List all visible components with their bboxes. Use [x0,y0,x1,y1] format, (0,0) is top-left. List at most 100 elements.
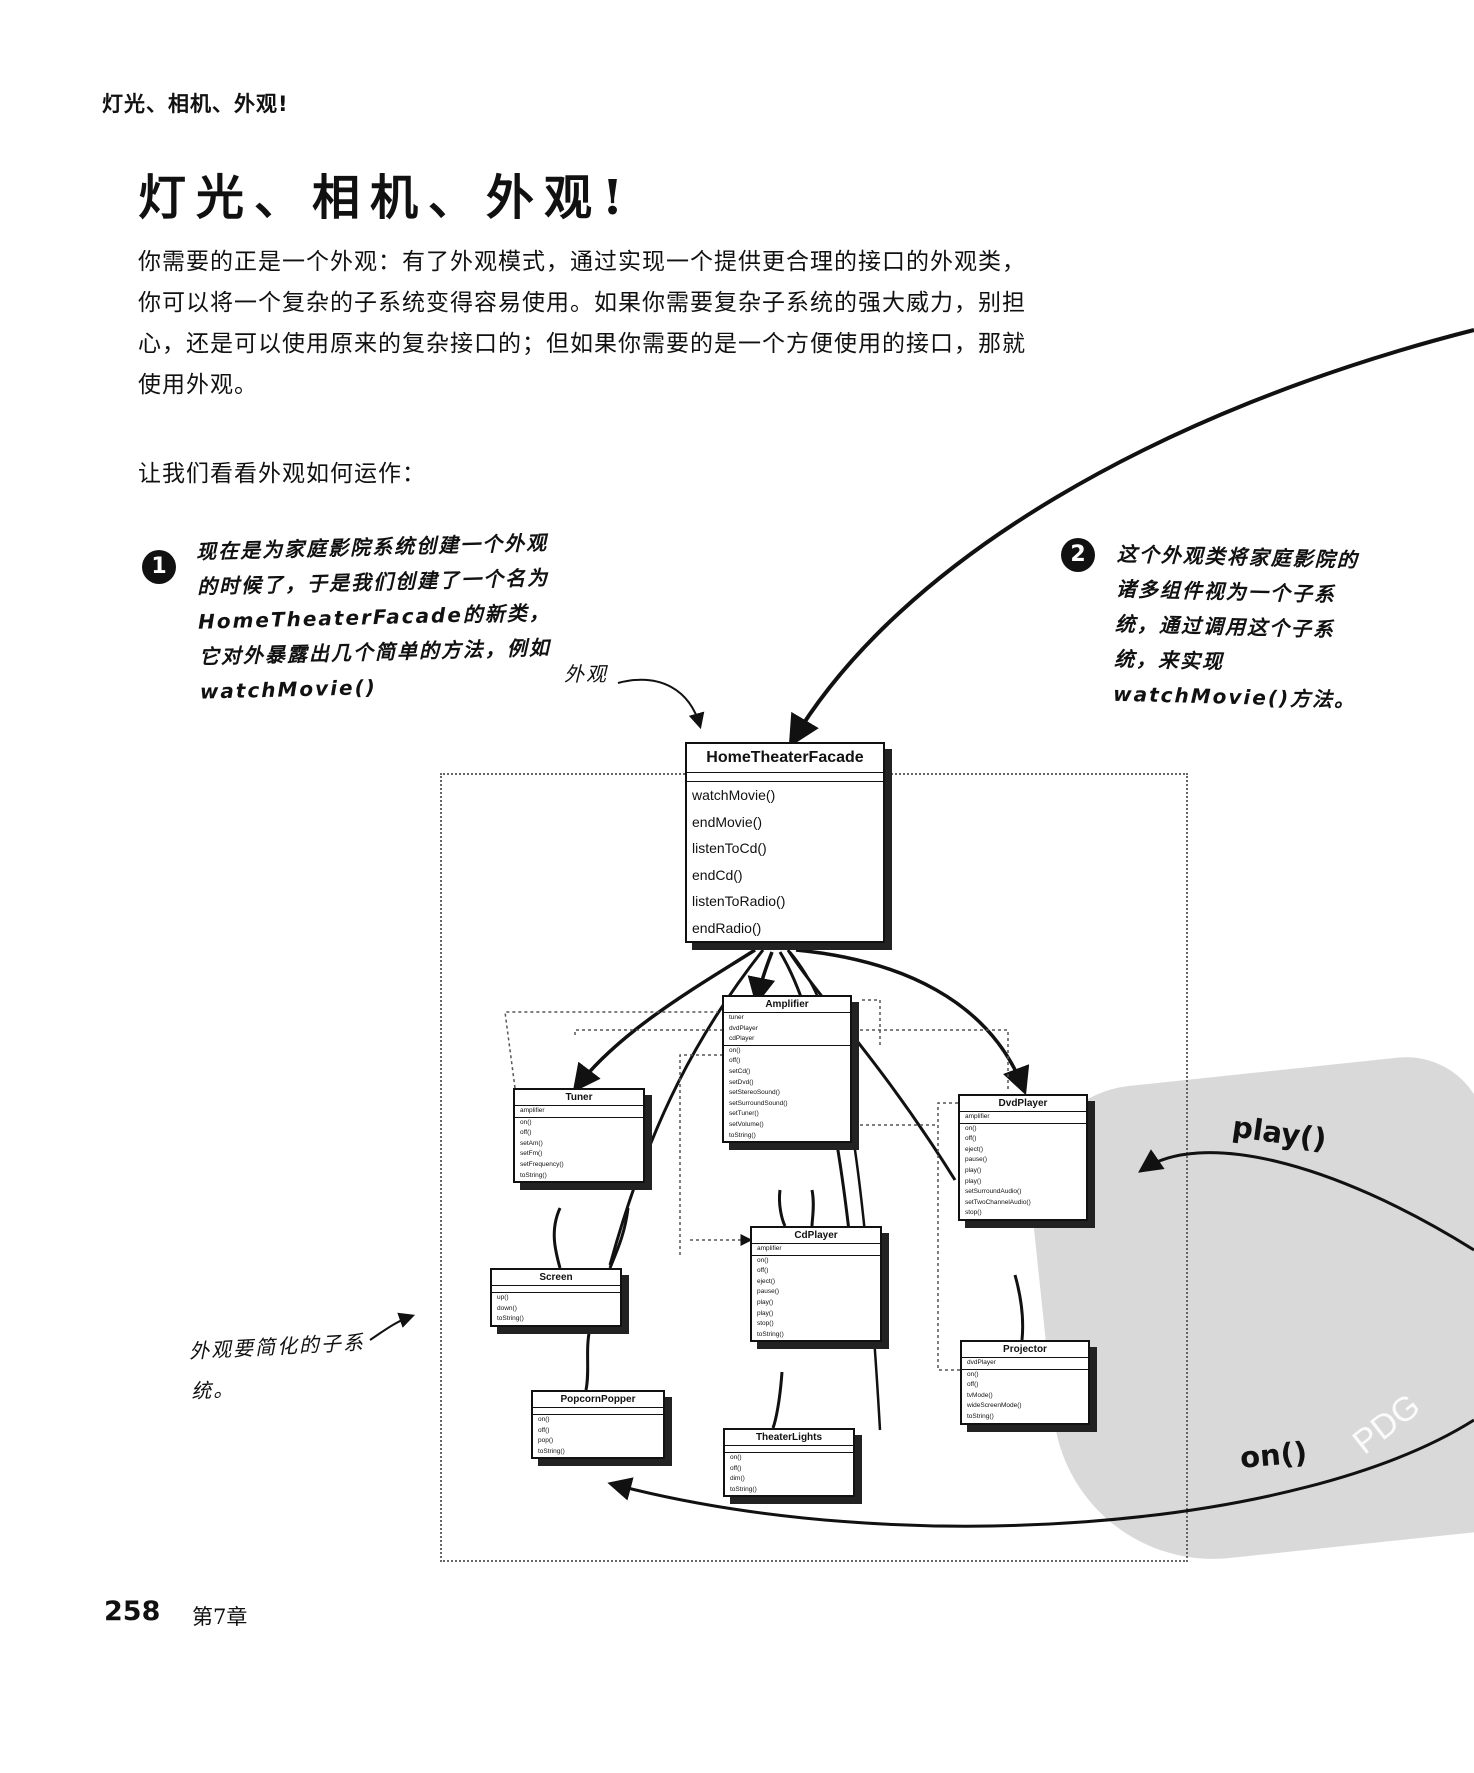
page-title: 灯光、相机、外观! [138,170,634,226]
method-row: endMovie() [692,813,763,830]
attr-row: dvdPlayer [967,1359,996,1366]
uml-class-theater-lights: TheaterLights on() off() dim() toString(… [723,1428,855,1498]
class-attributes: amplifier [960,1112,1086,1124]
method-row: listenToRadio() [692,893,786,909]
method-row: up() [497,1294,509,1301]
method-row: on() [520,1118,532,1126]
method-row: play() [757,1309,774,1317]
method-row: setTwoChannelAudio() [965,1198,1031,1206]
method-row: listenToCd() [692,840,767,856]
method-row: endCd() [692,866,743,883]
running-head: 灯光、相机、外观! [102,92,289,116]
method-row: off() [730,1464,742,1472]
method-row: toString() [497,1315,524,1323]
uml-class-amplifier: Amplifier tuner dvdPlayer cdPlayer on() … [722,995,852,1144]
class-attributes: amplifier [752,1244,880,1256]
method-row: dim() [730,1475,745,1483]
method-row: pause() [757,1288,780,1296]
attr-row: amplifier [757,1245,782,1252]
class-attributes: amplifier [515,1106,643,1118]
class-methods: on() off() tvMode() wideScreenMode() toS… [962,1370,1088,1423]
attr-row: dvdPlayer [729,1024,758,1032]
method-row: setSurroundSound() [729,1099,788,1107]
class-name: Tuner [515,1090,643,1106]
method-row: stop() [965,1209,982,1217]
uml-class-tuner: Tuner amplifier on() off() setAm() setFm… [513,1088,645,1184]
method-row: toString() [757,1330,784,1338]
method-row: tvMode() [967,1391,993,1399]
attr-row: amplifier [520,1107,545,1114]
method-row: toString() [730,1485,757,1493]
class-name: Projector [962,1342,1088,1358]
method-row: setTuner() [729,1110,759,1118]
class-methods: on() off() eject() pause() play() play()… [752,1256,880,1341]
method-row: pause() [965,1156,988,1164]
uml-class-projector: Projector dvdPlayer on() off() tvMode() … [960,1340,1090,1425]
method-row: toString() [729,1131,756,1139]
class-methods: on() off() pop() toString() [533,1415,663,1457]
class-methods: on() off() eject() pause() play() play()… [960,1124,1086,1219]
method-row: off() [967,1381,979,1389]
method-row: off() [757,1267,769,1275]
class-name: Amplifier [724,997,850,1013]
attr-row: amplifier [965,1113,990,1120]
step-1-badge: 1 [142,550,176,584]
class-name: Screen [492,1270,620,1286]
method-row: on() [729,1046,741,1054]
attr-row: cdPlayer [729,1035,755,1043]
class-attributes [687,773,883,782]
class-name: PopcornPopper [533,1392,663,1408]
method-row: setStereoSound() [729,1089,780,1097]
step-2-badge: 2 [1061,538,1095,572]
class-attributes: tuner dvdPlayer cdPlayer [724,1013,850,1046]
method-row: down() [497,1304,517,1312]
method-row: toString() [538,1447,565,1455]
page-number: 258 [104,1596,161,1627]
method-row: eject() [757,1277,776,1285]
class-name: CdPlayer [752,1228,880,1244]
method-row: off() [538,1426,550,1434]
class-name: TheaterLights [725,1430,853,1446]
class-methods: on() off() dim() toString() [725,1453,853,1495]
lead-sentence: 让我们看看外观如何运作： [138,461,426,487]
method-row: play() [965,1177,982,1185]
on-call-label: on() [1238,1435,1309,1475]
method-row: setFm() [520,1150,543,1158]
method-row: setVolume() [729,1120,764,1128]
method-row: on() [538,1416,550,1423]
method-row: play() [757,1298,774,1306]
class-attributes [533,1408,663,1415]
class-name: HomeTheaterFacade [687,744,883,773]
chapter-label: 第7章 [192,1605,248,1629]
method-row: off() [729,1057,741,1065]
method-row: endRadio() [692,919,762,936]
method-row: setSurroundAudio() [965,1188,1022,1196]
facade-label: 外观 [564,662,608,686]
method-row: setFrequency() [520,1160,564,1168]
class-attributes [725,1446,853,1453]
method-row: on() [757,1256,769,1264]
class-methods: on() off() setAm() setFm() setFrequency(… [515,1118,643,1182]
method-row: on() [967,1370,979,1378]
subsystem-label: 外观要简化的子系统。 [188,1330,366,1404]
method-row: setDvd() [729,1078,754,1086]
method-row: setAm() [520,1139,543,1147]
method-row: on() [730,1454,742,1461]
method-row: toString() [967,1412,994,1420]
intro-paragraph: 你需要的正是一个外观：有了外观模式，通过实现一个提供更合理的接口的外观类，你可以… [138,249,1026,398]
class-name: DvdPlayer [960,1096,1086,1112]
class-methods: watchMovie() endMovie() listenToCd() end… [687,782,883,941]
method-row: off() [520,1129,532,1137]
attr-row: tuner [729,1014,744,1021]
method-row: stop() [757,1320,774,1328]
method-row: pop() [538,1437,554,1445]
method-row: setCd() [729,1067,751,1075]
uml-class-screen: Screen up() down() toString() [490,1268,622,1327]
method-row: on() [965,1124,977,1132]
method-row: watchMovie() [692,787,776,803]
uml-class-cd-player: CdPlayer amplifier on() off() eject() pa… [750,1226,882,1343]
class-attributes: dvdPlayer [962,1358,1088,1370]
class-methods: up() down() toString() [492,1293,620,1325]
method-row: off() [965,1135,977,1143]
